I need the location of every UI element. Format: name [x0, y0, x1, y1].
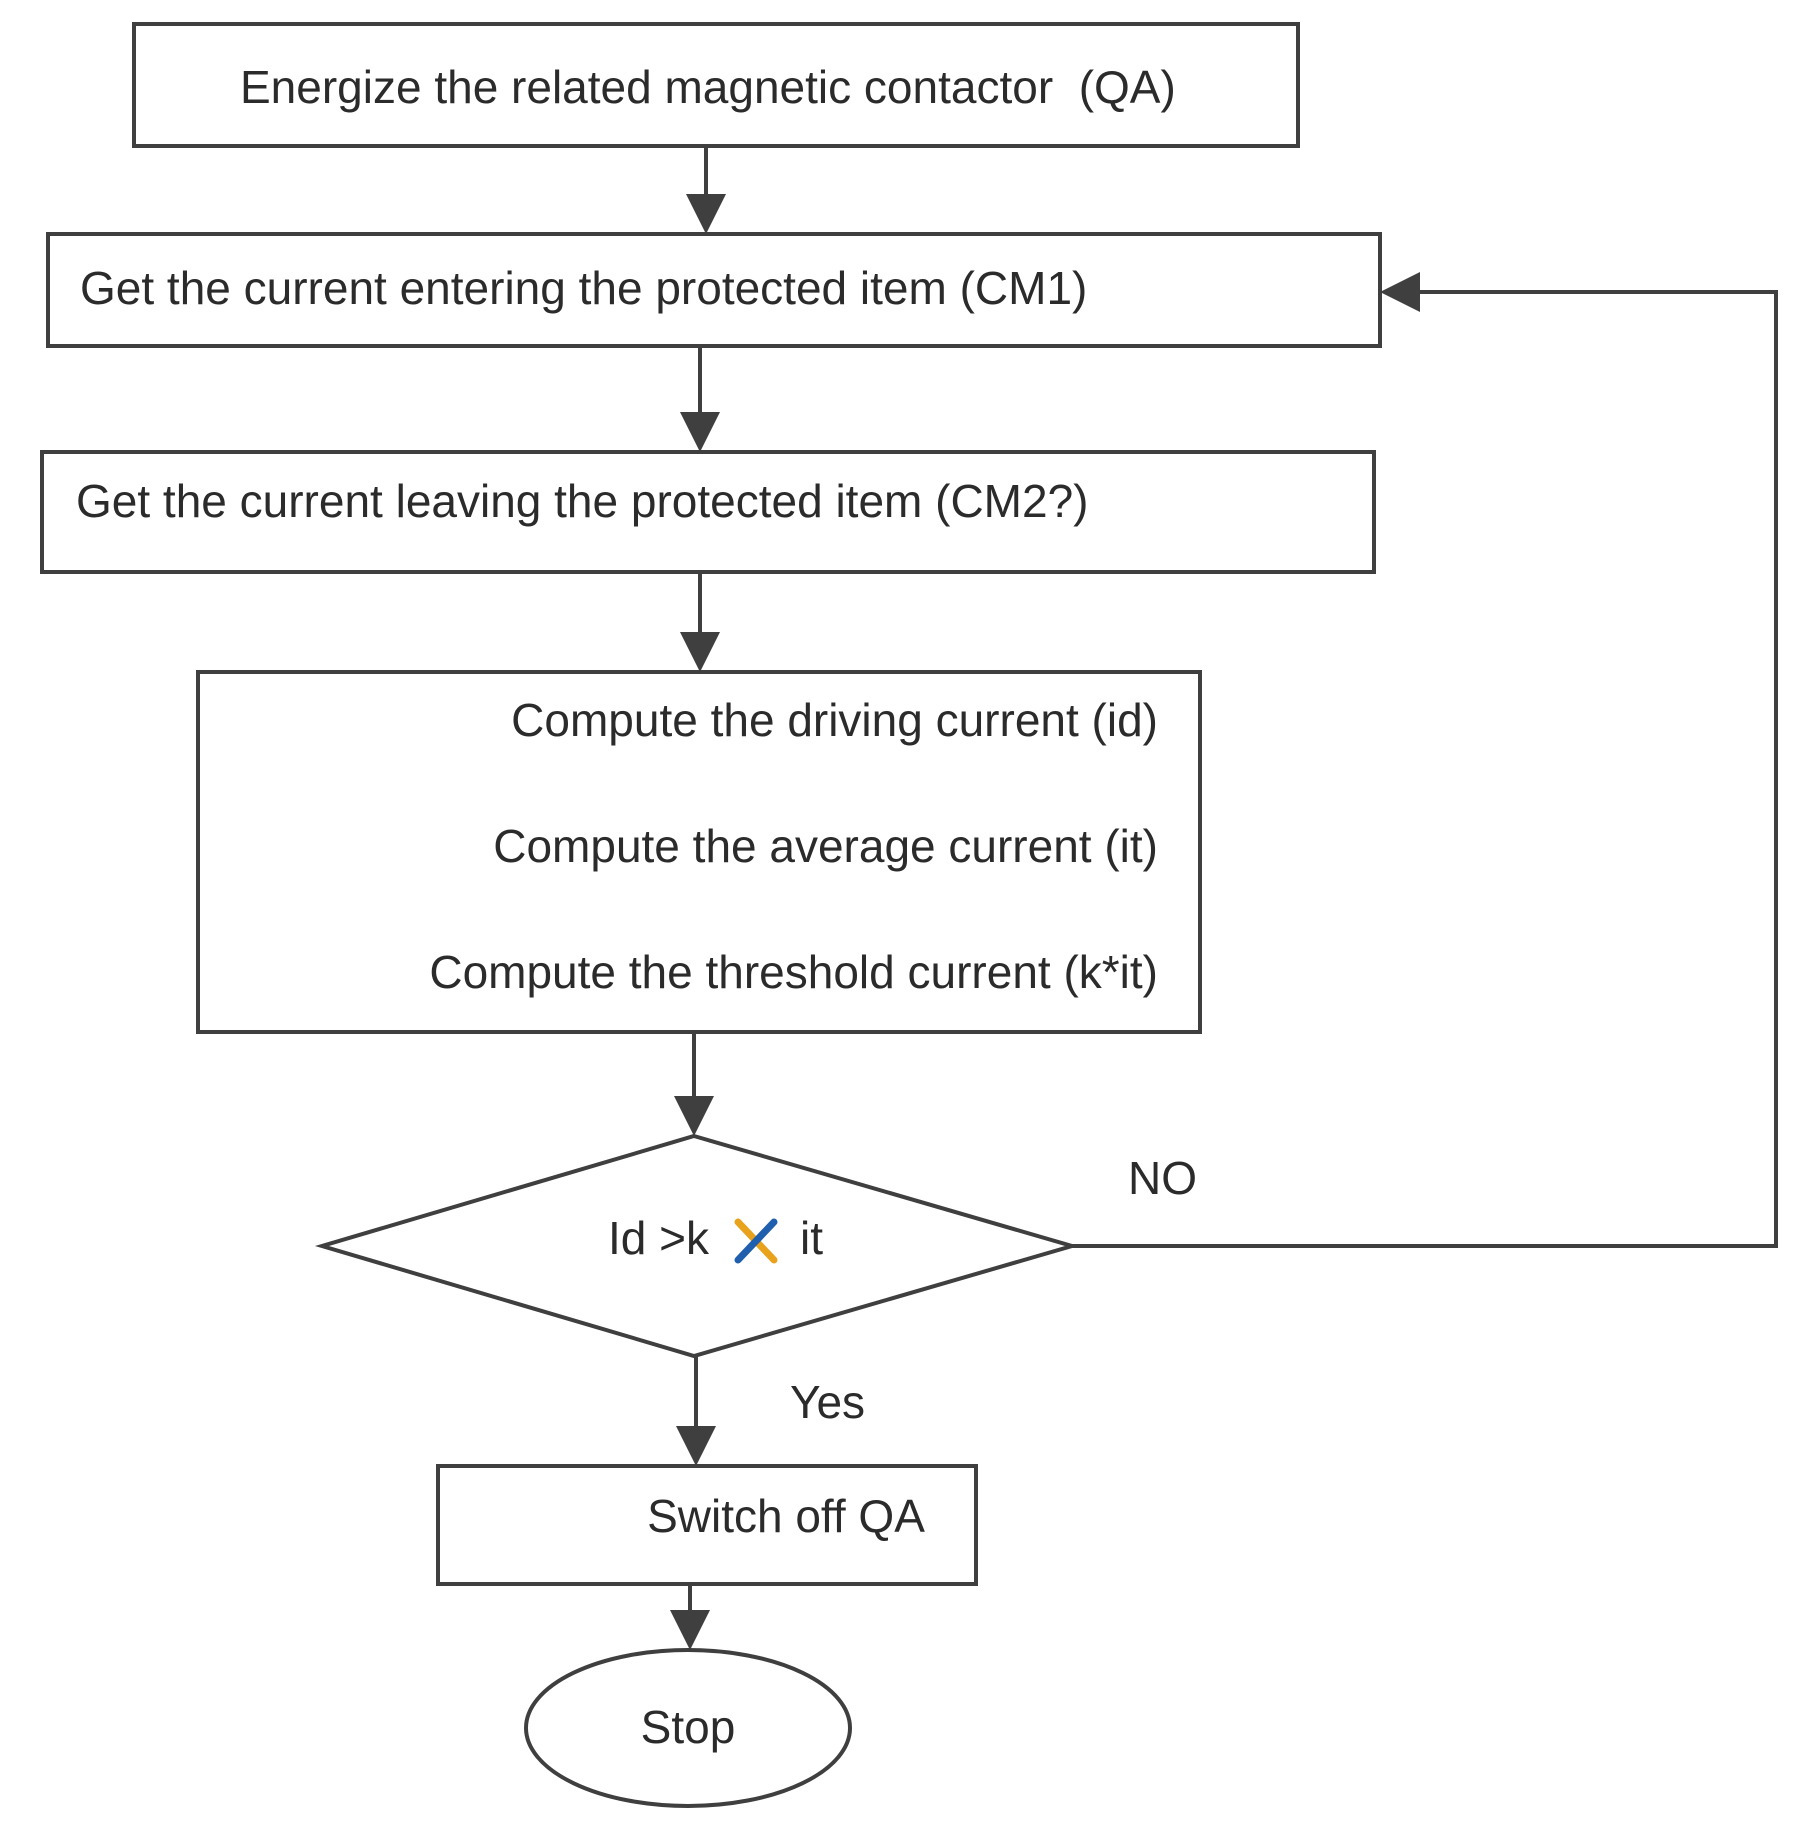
stop-label: Stop [641, 1701, 736, 1753]
decision-right-label: it [800, 1212, 823, 1264]
energize-node: Energize the related magnetic contactor … [132, 22, 1300, 148]
get-leaving-current-node: Get the current leaving the protected it… [40, 450, 1376, 574]
compute-driving-label: Compute the driving current (id) [511, 694, 1158, 746]
multiply-cross-icon [734, 1218, 778, 1264]
no-edge-label: NO [1128, 1152, 1197, 1204]
compute-threshold-label: Compute the threshold current (k*it) [429, 946, 1158, 998]
decision-node: Id >k it [314, 1133, 1080, 1359]
get-entering-current-node: Get the current entering the protected i… [46, 232, 1382, 348]
stop-node: Stop [524, 1648, 852, 1808]
arrow-no-loop-back [1072, 272, 1778, 1248]
decision-left-label: Id >k [608, 1212, 710, 1264]
switch-off-node: Switch off QA [436, 1464, 978, 1586]
compute-node: Compute the driving current (id) Compute… [196, 670, 1202, 1034]
switch-off-label: Switch off QA [647, 1490, 925, 1542]
yes-edge-label: Yes [790, 1376, 865, 1428]
energize-label: Energize the related magnetic contactor … [240, 61, 1176, 113]
compute-average-label: Compute the average current (it) [493, 820, 1158, 872]
get-entering-current-label: Get the current entering the protected i… [80, 262, 1087, 314]
get-leaving-current-label: Get the current leaving the protected it… [76, 475, 1088, 527]
